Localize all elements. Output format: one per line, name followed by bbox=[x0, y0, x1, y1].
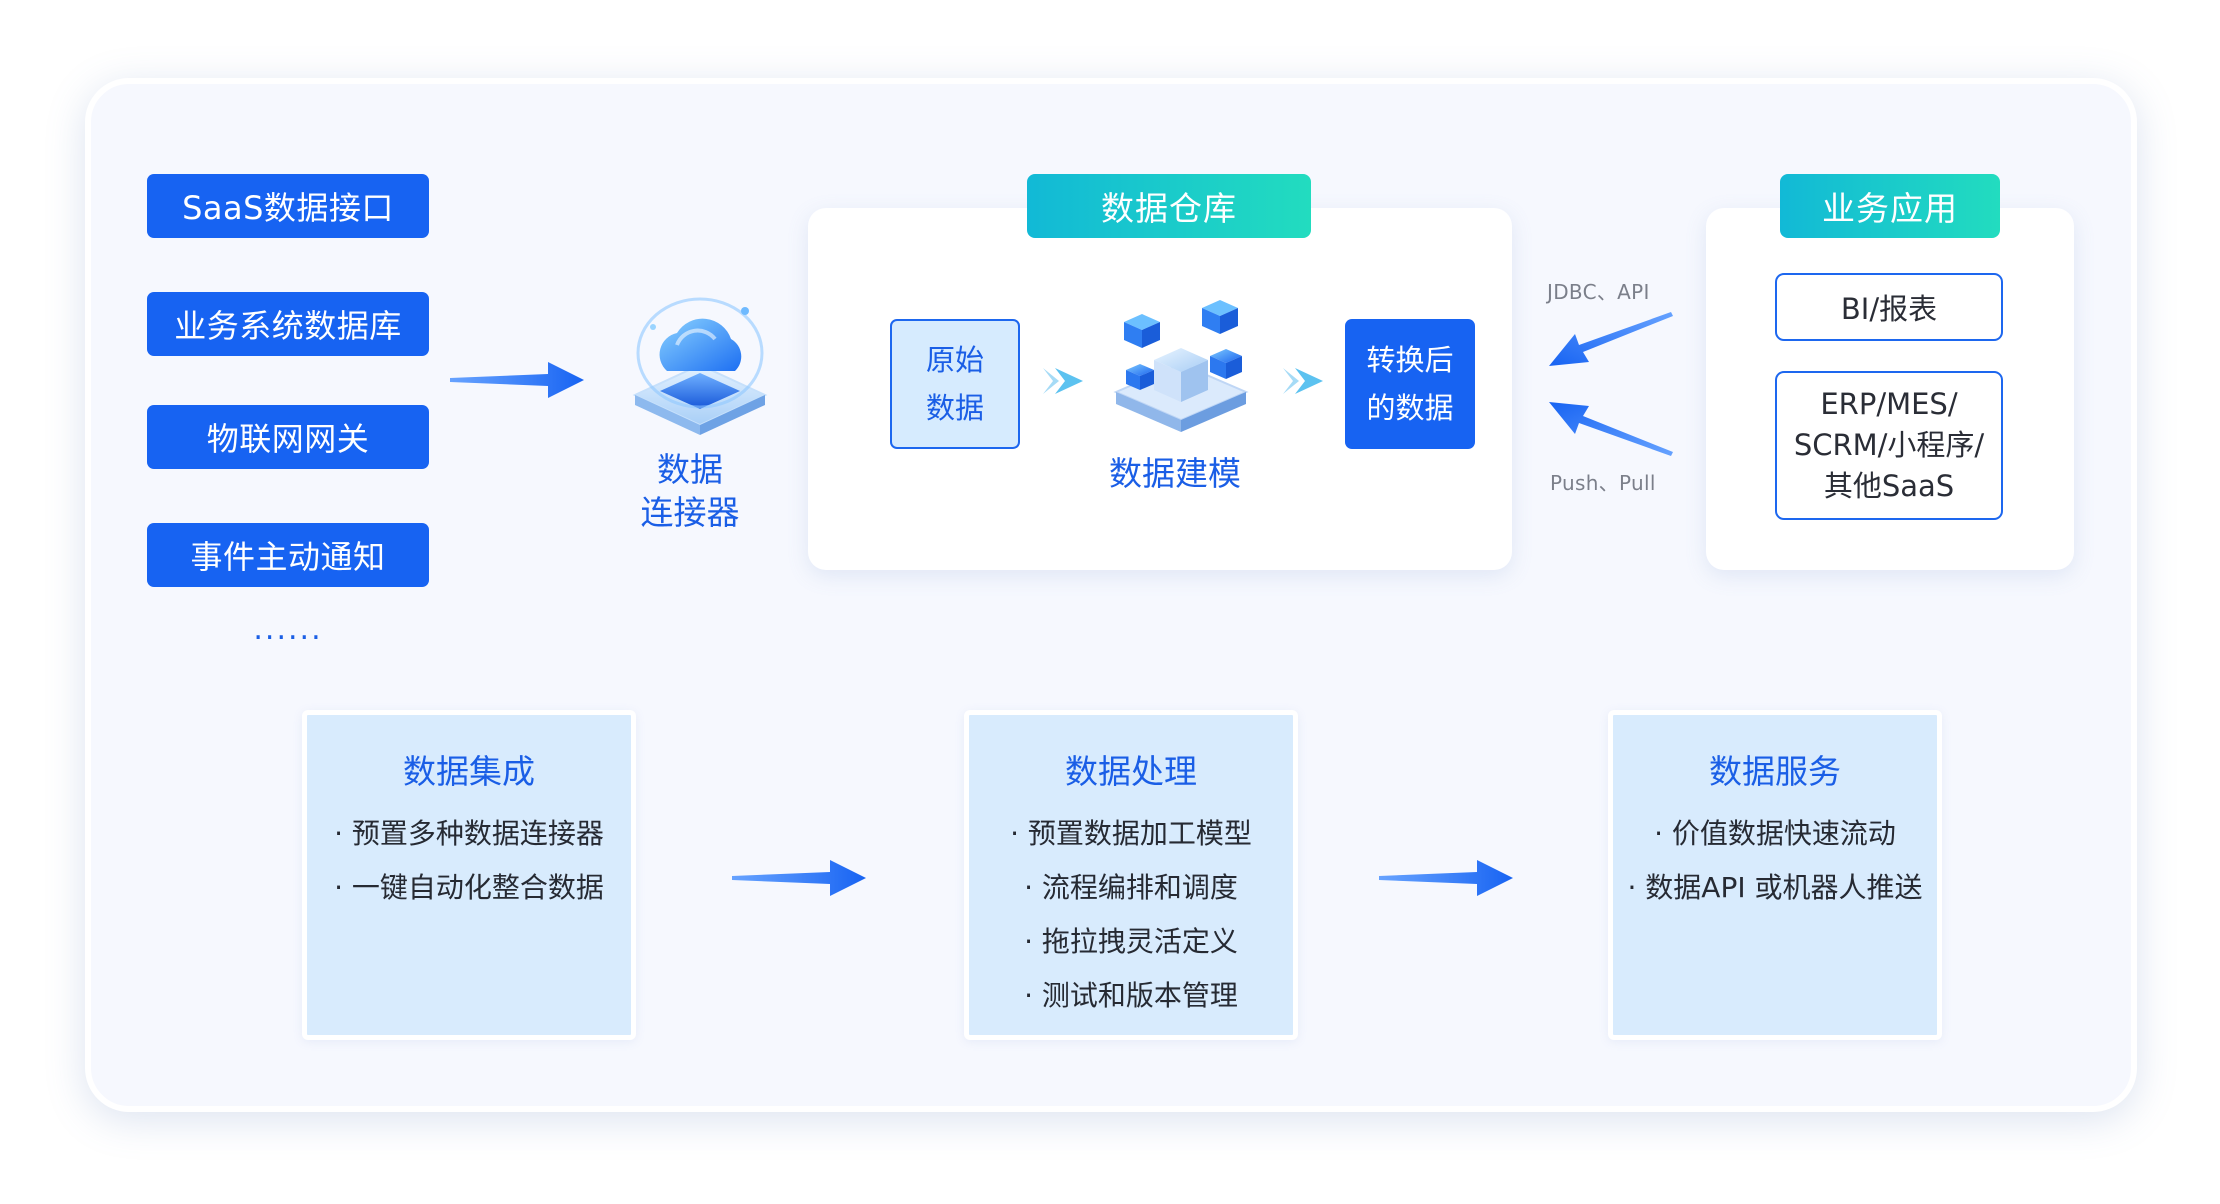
transformed-data-line1: 转换后 bbox=[1366, 343, 1454, 377]
app-systems: ERP/MES/ SCRM/小程序/ 其他SaaS bbox=[1775, 371, 2003, 520]
capability-title: 数据集成 bbox=[403, 752, 535, 791]
capability-points: · 预置数据加工模型 · 流程编排和调度 · 拖拉拽灵活定义 · 测试和版本管理 bbox=[969, 807, 1293, 1023]
connector-label: 数据 连接器 bbox=[600, 448, 780, 534]
capability-point: · 预置多种数据连接器 bbox=[334, 817, 604, 850]
app-bi-report: BI/报表 bbox=[1775, 273, 2003, 341]
capability-title: 数据服务 bbox=[1709, 752, 1841, 791]
chevron-right-icon bbox=[1283, 368, 1323, 394]
transformed-data-line2: 的数据 bbox=[1366, 391, 1454, 425]
data-modeling-label: 数据建模 bbox=[1109, 454, 1241, 493]
protocol-label-top: JDBC、API bbox=[1547, 280, 1650, 304]
arrow-right-icon bbox=[732, 860, 866, 896]
raw-data-line2: 数据 bbox=[925, 391, 984, 425]
capability-card-service: 数据服务 · 价值数据快速流动 · 数据API 或机器人推送 bbox=[1608, 710, 1942, 1040]
capability-point: · 流程编排和调度 bbox=[1024, 871, 1238, 904]
data-warehouse-title: 数据仓库 bbox=[1027, 174, 1311, 238]
cloud-connector-icon bbox=[632, 297, 768, 435]
source-business-db: 业务系统数据库 bbox=[147, 292, 429, 356]
capability-points: · 价值数据快速流动 · 数据API 或机器人推送 bbox=[1613, 807, 1937, 915]
capability-point: · 数据API 或机器人推送 bbox=[1627, 871, 1923, 904]
capability-point: · 一键自动化整合数据 bbox=[334, 871, 604, 904]
capability-point: · 预置数据加工模型 bbox=[1010, 817, 1252, 850]
connector-label-line1: 数据 bbox=[657, 450, 723, 489]
protocol-label-bottom: Push、Pull bbox=[1550, 471, 1656, 495]
capability-card-processing: 数据处理 · 预置数据加工模型 · 流程编排和调度 · 拖拉拽灵活定义 · 测试… bbox=[964, 710, 1298, 1040]
app-systems-line3: 其他SaaS bbox=[1823, 469, 1955, 503]
arrow-right-icon bbox=[450, 362, 584, 398]
source-saas-api: SaaS数据接口 bbox=[147, 174, 429, 238]
business-apps-title: 业务应用 bbox=[1780, 174, 2000, 238]
capability-point: · 拖拉拽灵活定义 bbox=[1024, 925, 1238, 958]
arrow-left-icon bbox=[1549, 402, 1673, 456]
app-systems-line1: ERP/MES/ bbox=[1820, 387, 1958, 421]
arrow-left-icon bbox=[1549, 312, 1673, 366]
raw-data-box: 原始 数据 bbox=[890, 319, 1020, 449]
source-iot-gateway: 物联网网关 bbox=[147, 405, 429, 469]
source-ellipsis: ...... bbox=[253, 612, 323, 647]
arrow-right-icon bbox=[1379, 860, 1513, 896]
app-systems-line2: SCRM/小程序/ bbox=[1793, 428, 1985, 462]
connector-label-line2: 连接器 bbox=[640, 493, 740, 532]
capability-points: · 预置多种数据连接器 · 一键自动化整合数据 bbox=[307, 807, 631, 915]
capability-point: · 价值数据快速流动 bbox=[1654, 817, 1896, 850]
capability-card-integration: 数据集成 · 预置多种数据连接器 · 一键自动化整合数据 bbox=[302, 710, 636, 1040]
data-modeling-icon bbox=[1113, 300, 1249, 432]
capability-point: · 测试和版本管理 bbox=[1024, 979, 1238, 1012]
raw-data-line1: 原始 bbox=[925, 343, 984, 377]
chevron-right-icon bbox=[1043, 368, 1083, 394]
transformed-data-box: 转换后 的数据 bbox=[1345, 319, 1475, 449]
capability-title: 数据处理 bbox=[1065, 752, 1197, 791]
source-event-notify: 事件主动通知 bbox=[147, 523, 429, 587]
